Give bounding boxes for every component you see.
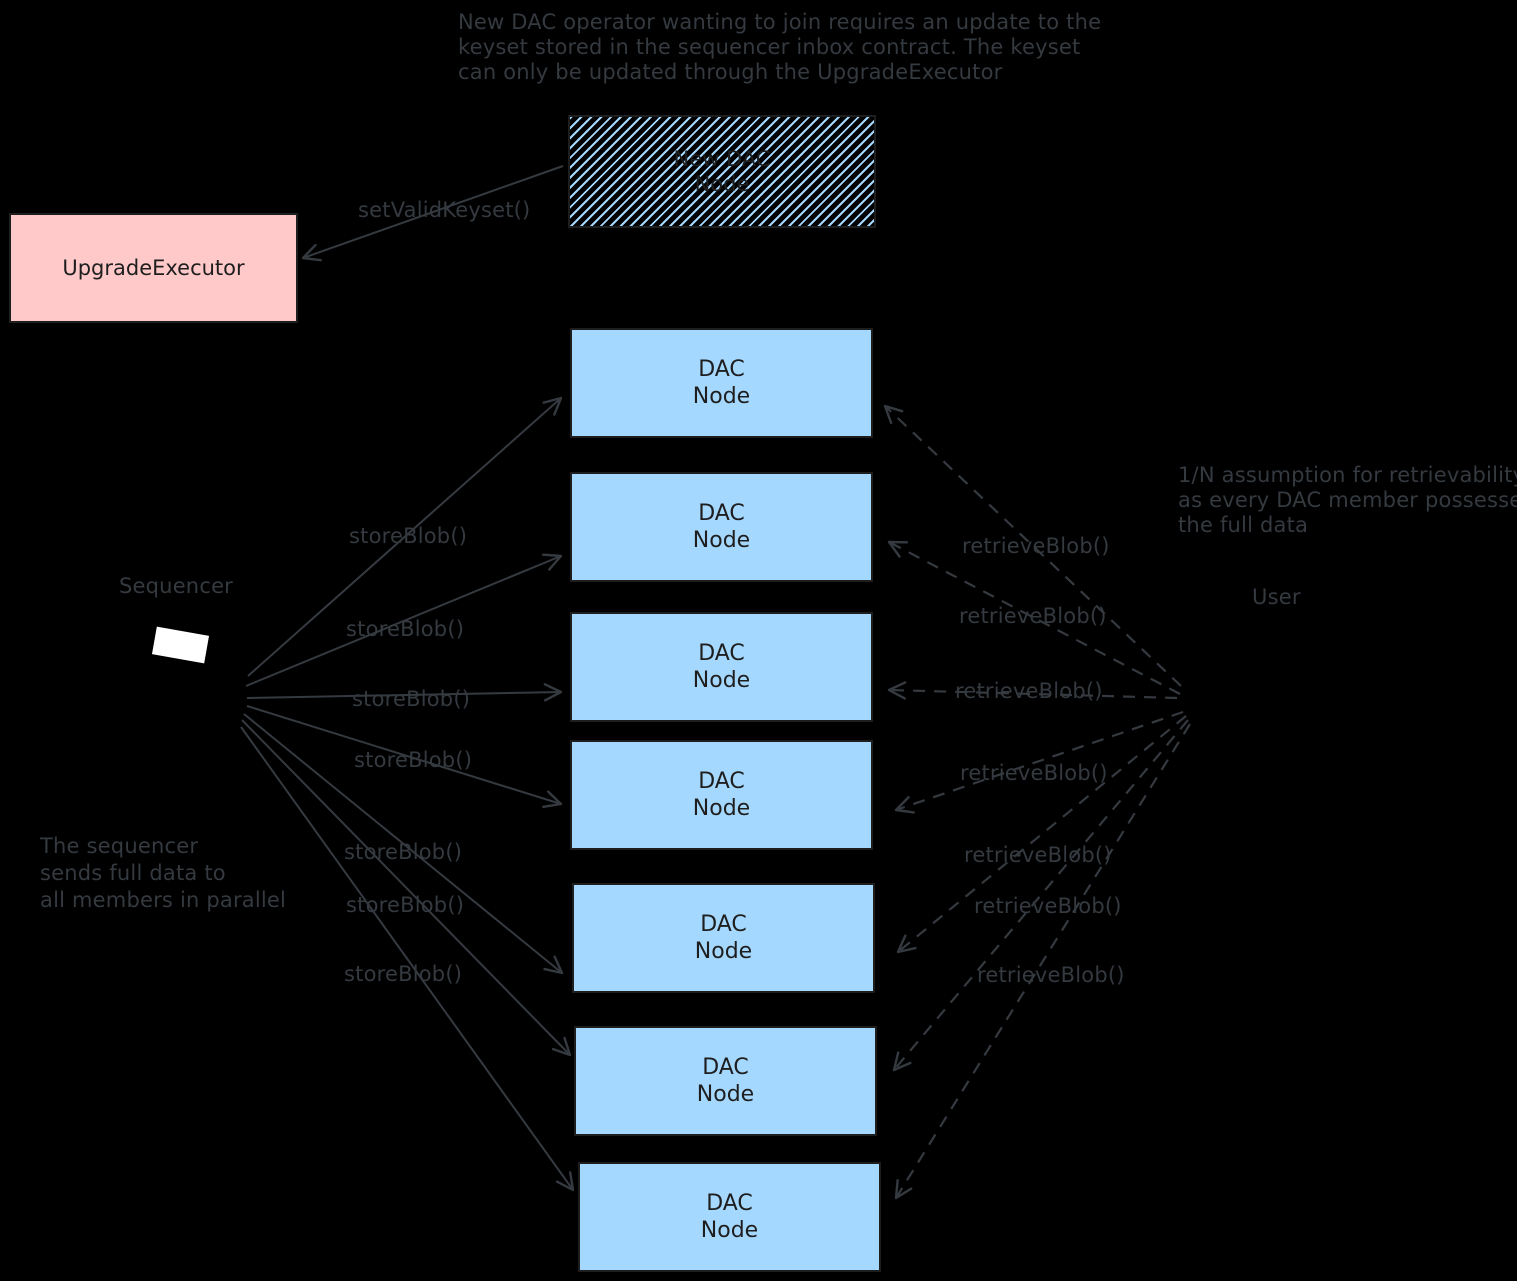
retrieve-blob-label-4: retrieveBlob() <box>960 761 1108 785</box>
top-note-line1: New DAC operator wanting to join require… <box>458 10 1102 34</box>
dac-node-label-line2: Node <box>692 528 751 553</box>
retrieve-blob-label-3: retrieveBlob() <box>955 679 1103 703</box>
new-dac-node-label-line2: Node <box>694 171 750 196</box>
dac-node-label-line1: DAC <box>702 1055 749 1080</box>
dac-node-label-line2: Node <box>692 384 751 409</box>
store-blob-arrow-3 <box>246 683 563 702</box>
retrieve-blob-arrow-6 <box>892 719 1189 1072</box>
store-blob-arrow-1 <box>247 396 563 677</box>
dac-node-label-line1: DAC <box>700 912 747 937</box>
dac-node-label-line2: Node <box>692 796 751 821</box>
top-note: New DAC operator wanting to join require… <box>458 10 1101 85</box>
top-note-line2: keyset stored in the sequencer inbox con… <box>458 35 1081 59</box>
user-label: User <box>1252 585 1301 609</box>
dac-node-label-line2: Node <box>694 939 753 964</box>
right-note-line3: the full data <box>1178 513 1309 537</box>
sequencer-label: Sequencer <box>119 574 234 598</box>
dac-node-label-line1: DAC <box>698 501 745 526</box>
store-blob-arrow-5 <box>243 713 564 975</box>
right-note-line2: as every DAC member possesses <box>1178 488 1517 512</box>
retrieve-blob-arrow-7 <box>894 723 1191 1200</box>
left-note-line1: The sequencer <box>40 834 199 858</box>
retrieve-blob-label-1: retrieveBlob() <box>962 534 1110 558</box>
dac-node-box-7: DAC Node <box>578 1162 881 1272</box>
dac-node-box-3: DAC Node <box>570 612 873 722</box>
store-blob-label-4: storeBlob() <box>354 748 473 772</box>
dac-node-box-2: DAC Node <box>570 472 873 582</box>
store-blob-label-5: storeBlob() <box>344 840 463 864</box>
dac-node-box-5: DAC Node <box>572 883 875 993</box>
upgrade-executor-box: UpgradeExecutor <box>9 213 298 323</box>
right-note-line1: 1/N assumption for retrievability, <box>1178 463 1517 487</box>
set-valid-keyset-arrow <box>301 165 564 262</box>
dac-node-label-line2: Node <box>696 1082 755 1107</box>
left-note: The sequencer sends full data to all mem… <box>40 833 286 914</box>
dac-node-box-4: DAC Node <box>570 740 873 850</box>
store-blob-label-3: storeBlob() <box>352 687 471 711</box>
upgrade-executor-label: UpgradeExecutor <box>62 256 245 280</box>
retrieve-blob-arrow-4 <box>894 710 1184 814</box>
new-dac-node-box: New DAC Node <box>568 115 876 228</box>
retrieve-blob-label-5: retrieveBlob() <box>964 843 1112 867</box>
left-note-line2: sends full data to <box>40 861 226 885</box>
dac-node-box-6: DAC Node <box>574 1026 877 1136</box>
store-blob-arrow-7 <box>240 726 575 1192</box>
store-blob-label-6: storeBlob() <box>346 893 465 917</box>
store-blob-arrow-4 <box>246 705 563 809</box>
dac-node-label-line2: Node <box>700 1218 759 1243</box>
store-blob-arrow-6 <box>241 719 572 1057</box>
dac-node-label-line1: DAC <box>706 1191 753 1216</box>
dac-node-label-line1: DAC <box>698 357 745 382</box>
new-dac-node-label-line1: New DAC <box>673 146 771 171</box>
top-note-line3: can only be updated through the UpgradeE… <box>458 60 1003 84</box>
retrieve-blob-arrow-2 <box>887 540 1181 695</box>
retrieve-blob-arrow-3 <box>887 681 1178 700</box>
retrieve-blob-label-2: retrieveBlob() <box>959 604 1107 628</box>
dac-node-label-line1: DAC <box>698 769 745 794</box>
store-blob-label-2: storeBlob() <box>346 617 465 641</box>
retrieve-blob-label-7: retrieveBlob() <box>977 963 1125 987</box>
store-blob-arrow-2 <box>245 553 563 687</box>
dac-node-label-line2: Node <box>692 668 751 693</box>
retrieve-blob-label-6: retrieveBlob() <box>974 894 1122 918</box>
left-note-line3: all members in parallel <box>40 888 287 912</box>
store-blob-label-7: storeBlob() <box>344 962 463 986</box>
dac-node-box-1: DAC Node <box>570 328 873 438</box>
dac-node-label-line1: DAC <box>698 641 745 666</box>
set-valid-keyset-label: setValidKeyset() <box>358 198 531 222</box>
store-blob-label-1: storeBlob() <box>349 524 468 548</box>
right-note: 1/N assumption for retrievability, as ev… <box>1178 463 1517 538</box>
retrieve-blob-arrow-1 <box>883 404 1182 687</box>
